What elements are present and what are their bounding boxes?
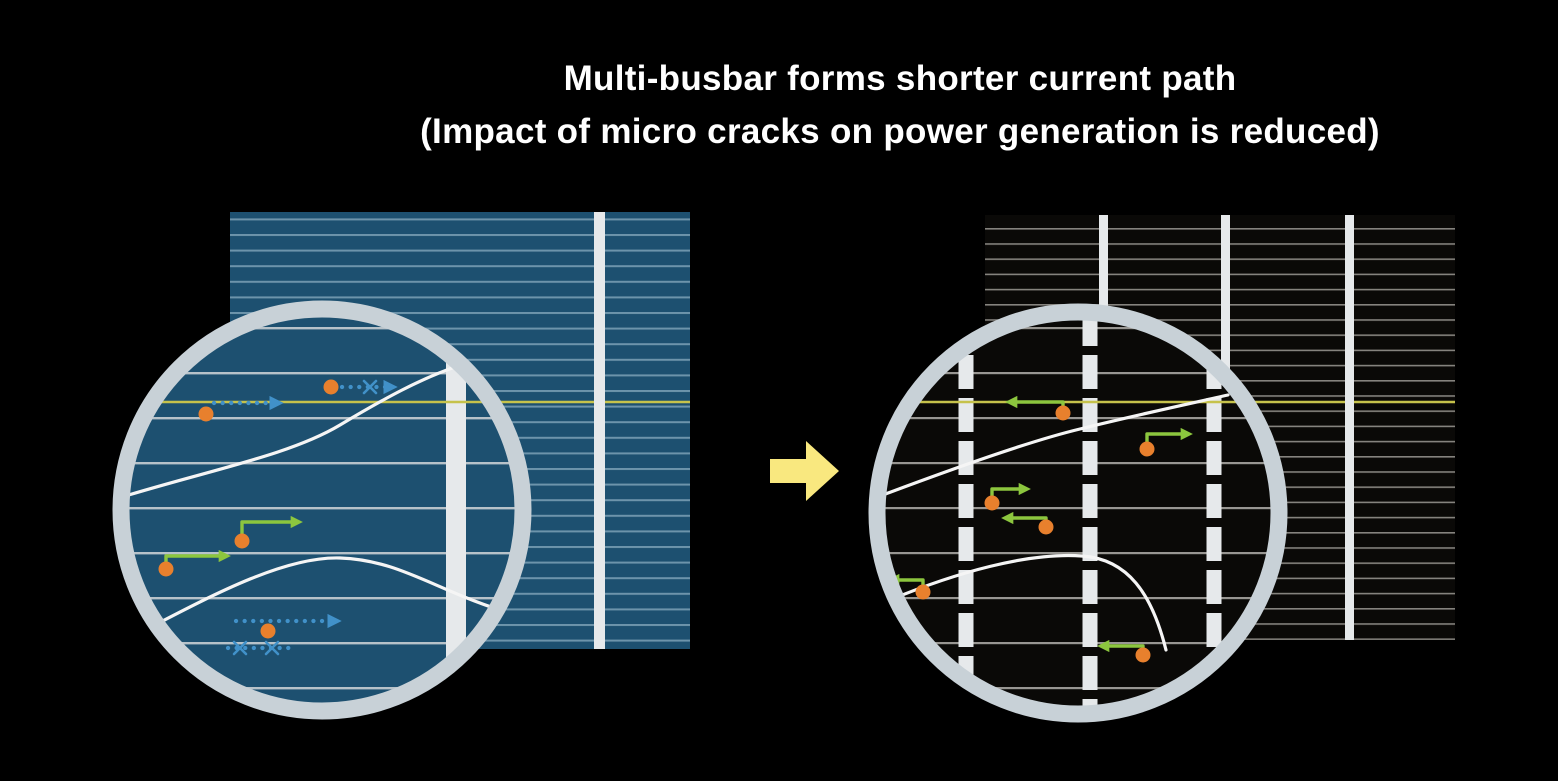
right-arrow-icon xyxy=(770,441,839,501)
micro-crack xyxy=(885,393,1230,498)
charge-dot xyxy=(1139,441,1155,457)
charge-dot xyxy=(323,379,339,395)
magnified-busbar xyxy=(446,317,466,703)
charge-dot xyxy=(984,495,1000,511)
magnifier-right-content xyxy=(885,320,1271,706)
busbar xyxy=(1345,215,1354,640)
magnifier-ring xyxy=(868,303,1288,723)
title-line2: (Impact of micro cracks on power generat… xyxy=(420,112,1380,151)
blocked-cross-icon xyxy=(232,640,248,656)
busbar xyxy=(594,212,605,649)
blocked-cross-icon xyxy=(362,379,378,395)
micro-crack xyxy=(888,553,1168,652)
charge-dot xyxy=(234,533,250,549)
charge-dot xyxy=(198,406,214,422)
magnifier-ring xyxy=(112,300,532,720)
multibusbar-cell-panel xyxy=(868,215,1455,723)
diagram-title: Multi-busbar forms shorter current path … xyxy=(320,52,1480,158)
title-line1: Multi-busbar forms shorter current path xyxy=(563,59,1237,98)
charge-dot xyxy=(1038,519,1054,535)
conventional-cell-panel xyxy=(112,212,690,720)
charge-dot xyxy=(158,561,174,577)
magnifier-left-content xyxy=(129,317,515,703)
micro-crack xyxy=(129,364,460,499)
charge-dot xyxy=(915,584,931,600)
blocked-cross-icon xyxy=(264,640,280,656)
charge-dot xyxy=(1055,405,1071,421)
micro-crack xyxy=(129,556,502,644)
charge-dot xyxy=(260,623,276,639)
charge-dot xyxy=(1135,647,1151,663)
